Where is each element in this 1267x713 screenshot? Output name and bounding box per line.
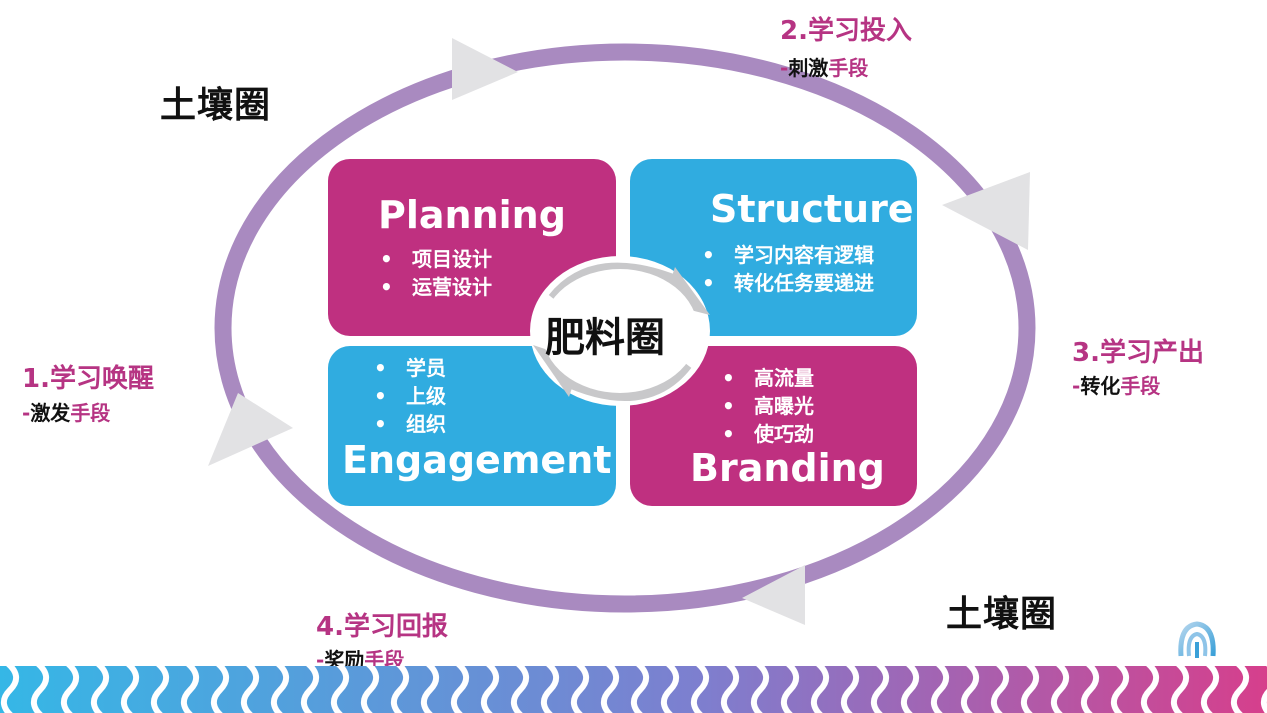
soil-circle-label-bottom: 土壤圈 — [946, 594, 1058, 635]
list-item: 运营设计 — [380, 273, 492, 301]
decorative-footer-band — [0, 666, 1267, 713]
list-item: 学员 — [374, 354, 446, 382]
quadrant-planning: Planning 项目设计 运营设计 — [328, 159, 616, 336]
center-label: 肥料圈 — [545, 315, 665, 361]
branding-title: Branding — [690, 446, 885, 490]
structure-items: 学习内容有逻辑 转化任务要递进 — [702, 241, 874, 297]
outer-ring-ellipse — [214, 43, 1036, 613]
list-item: 转化任务要递进 — [702, 269, 874, 297]
engagement-title: Engagement — [342, 438, 612, 482]
planning-items: 项目设计 运营设计 — [380, 245, 492, 301]
step-2-title: 2.学习投入 — [780, 16, 912, 46]
cycle-arrow-right-icon — [942, 172, 1030, 250]
step-4-title: 4.学习回报 — [316, 612, 448, 642]
cycle-arrow-top-icon — [452, 38, 518, 100]
cycle-arrow-bottom-icon — [742, 565, 805, 625]
center-cycle — [530, 256, 710, 406]
branding-items: 高流量 高曝光 使巧劲 — [722, 364, 814, 448]
list-item: 高流量 — [722, 364, 814, 392]
structure-title: Structure — [710, 187, 914, 231]
list-item: 高曝光 — [722, 392, 814, 420]
planning-title: Planning — [378, 193, 566, 237]
list-item: 组织 — [374, 410, 446, 438]
center-inner-circle — [542, 269, 698, 393]
engagement-items: 学员 上级 组织 — [374, 354, 446, 438]
list-item: 学习内容有逻辑 — [702, 241, 874, 269]
list-item: 使巧劲 — [722, 420, 814, 448]
step-3-subtitle: -转化手段 — [1072, 374, 1161, 398]
step-2-subtitle: -刺激手段 — [780, 56, 869, 80]
list-item: 项目设计 — [380, 245, 492, 273]
list-item: 上级 — [374, 382, 446, 410]
cycle-arrow-left-icon — [208, 393, 293, 466]
step-1-title: 1.学习唤醒 — [22, 364, 154, 394]
brand-logo-icon — [1178, 621, 1216, 658]
soil-circle-label-top: 土壤圈 — [160, 85, 272, 126]
step-1-subtitle: -激发手段 — [22, 401, 111, 425]
step-3-title: 3.学习产出 — [1072, 338, 1204, 368]
